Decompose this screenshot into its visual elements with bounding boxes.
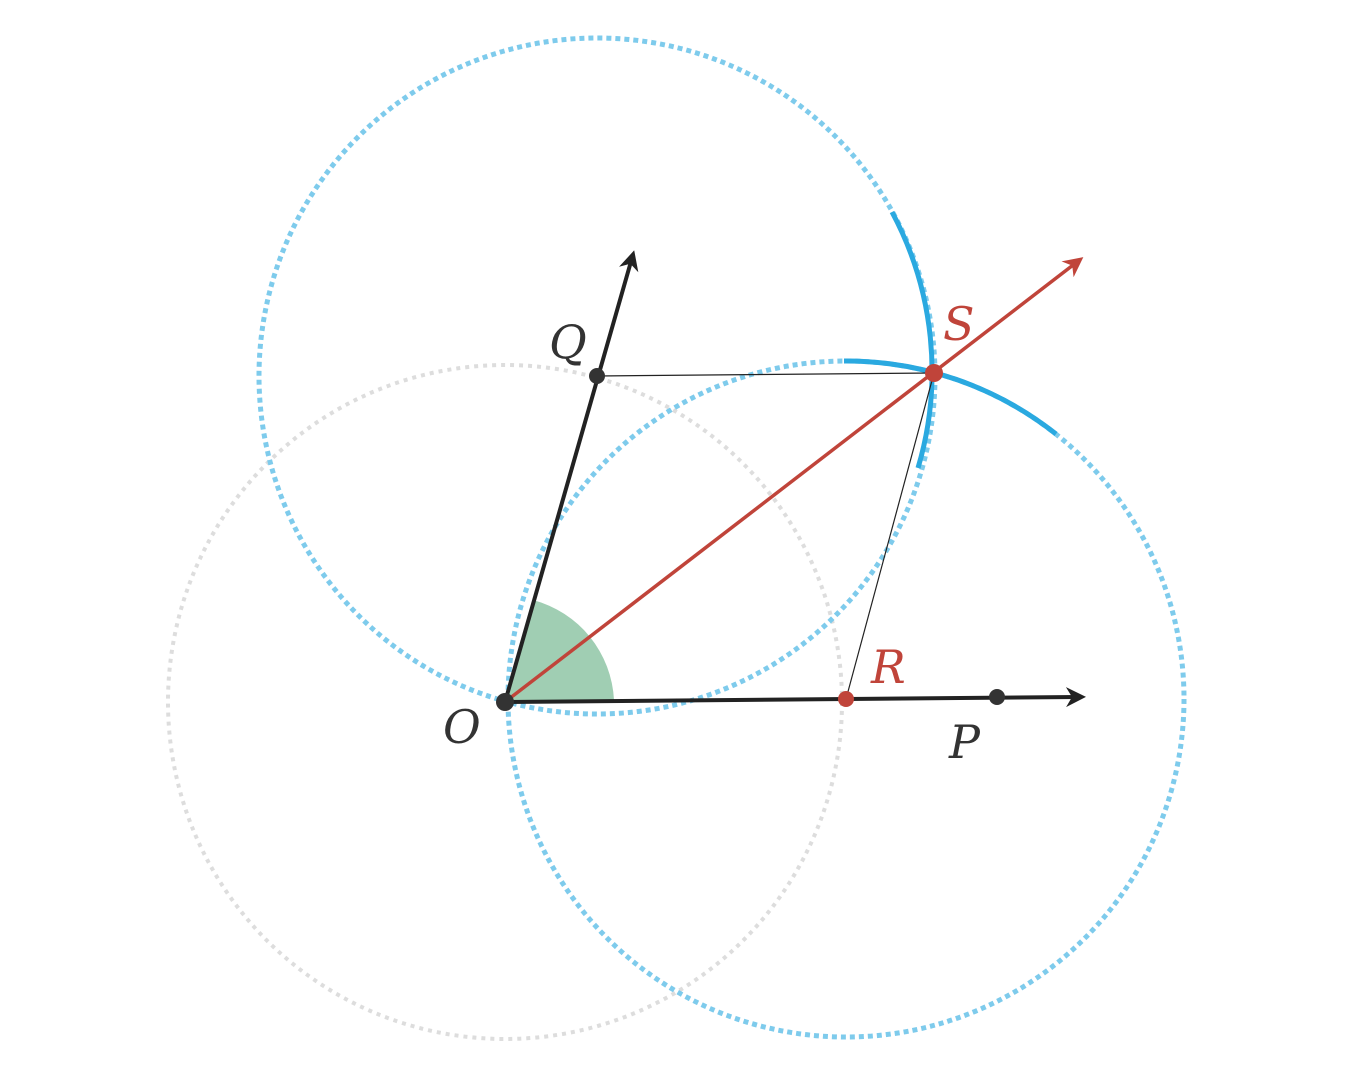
ray-OP: [504, 687, 1086, 708]
label-R: R: [870, 640, 906, 694]
ray-OQ: [503, 250, 639, 703]
point-S: [925, 364, 943, 382]
label-Q: Q: [549, 315, 587, 369]
arc-highlight-R-circle: [843, 358, 1058, 436]
point-R: [838, 691, 854, 707]
angle-sector: [505, 600, 614, 702]
point-P: [989, 689, 1005, 705]
circle-center-R: [505, 358, 1187, 1040]
label-O: O: [443, 700, 481, 754]
point-O: [496, 693, 514, 711]
label-S: S: [943, 297, 975, 351]
segment-Q-S: [596, 372, 935, 377]
point-Q: [589, 368, 605, 384]
bisector-ray-OS: [503, 257, 1084, 704]
label-P: P: [948, 715, 981, 769]
segment-R-S: [845, 372, 935, 700]
arc-highlight-Q-circle: [889, 210, 935, 469]
